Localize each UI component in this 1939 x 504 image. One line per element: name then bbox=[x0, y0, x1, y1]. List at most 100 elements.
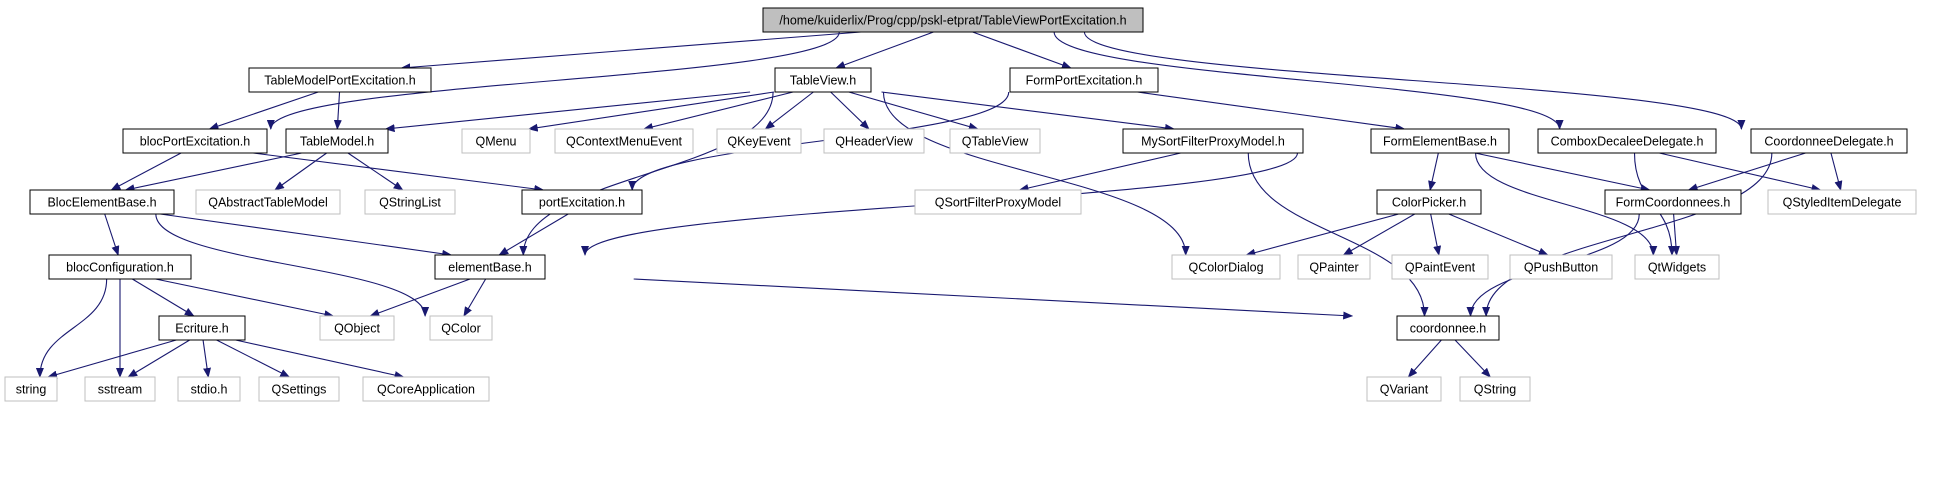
edge-formcoordonnees-to-qtwidgets bbox=[1671, 213, 1680, 256]
node-label-tableview: TableView.h bbox=[790, 74, 857, 88]
node-blocconfiguration[interactable]: blocConfiguration.h bbox=[48, 254, 192, 280]
edge-blocelementbase-to-qcolor bbox=[155, 213, 430, 317]
node-label-comboxdecaleedelegate: ComboxDecaleeDelegate.h bbox=[1551, 135, 1704, 149]
node-qstyleditemdelegate: QStyledItemDelegate bbox=[1767, 189, 1917, 215]
edge-tableview-to-qheaderview bbox=[830, 91, 870, 130]
edge-root-to-blocportexcitation bbox=[266, 31, 840, 130]
edges-layer bbox=[35, 31, 1843, 379]
edge-tablemodelportexcitation-to-tablemodel bbox=[333, 91, 342, 130]
node-comboxdecaleedelegate[interactable]: ComboxDecaleeDelegate.h bbox=[1537, 128, 1717, 154]
node-ecriture[interactable]: Ecriture.h bbox=[158, 315, 246, 341]
edge-tableview-to-qmenu bbox=[527, 91, 775, 132]
node-box-ecriture bbox=[158, 315, 246, 341]
node-blocportexcitation[interactable]: blocPortExcitation.h bbox=[122, 128, 268, 154]
node-box-colorpicker bbox=[1376, 189, 1482, 215]
edge-colorpicker-to-qpainter bbox=[1342, 213, 1416, 256]
node-blocelementbase[interactable]: BlocElementBase.h bbox=[29, 189, 175, 215]
node-qkeyevent: QKeyEvent bbox=[716, 128, 802, 154]
node-box-qabstracttablemodel bbox=[195, 189, 341, 215]
node-portexcitation[interactable]: portExcitation.h bbox=[521, 189, 643, 215]
node-label-qsortfilterproxymodel: QSortFilterProxyModel bbox=[935, 196, 1061, 210]
edge-blocconfiguration-to-string bbox=[35, 278, 108, 378]
edge-portexcitation-to-elementbase bbox=[498, 213, 569, 256]
node-box-qsortfilterproxymodel bbox=[914, 189, 1082, 215]
node-box-qkeyevent bbox=[716, 128, 802, 154]
node-stdio: stdio.h bbox=[177, 376, 241, 402]
edge-blocportexcitation-to-blocelementbase bbox=[110, 152, 182, 191]
edge-colorpicker-to-qpushbutton bbox=[1448, 213, 1549, 256]
edge-blocconfiguration-to-ecriture bbox=[132, 278, 195, 317]
nodes-layer: /home/kuiderlix/Prog/cpp/pskl-etprat/Tab… bbox=[4, 7, 1917, 402]
node-label-qvariant: QVariant bbox=[1380, 383, 1429, 397]
node-box-root bbox=[762, 7, 1144, 33]
node-label-stdio: stdio.h bbox=[191, 383, 228, 397]
node-elementbase[interactable]: elementBase.h bbox=[434, 254, 546, 280]
node-label-blocportexcitation: blocPortExcitation.h bbox=[140, 135, 251, 149]
node-coordonneedelegate[interactable]: CoordonneeDelegate.h bbox=[1750, 128, 1908, 154]
node-label-qpaintevent: QPaintEvent bbox=[1405, 261, 1476, 275]
edge-mysortfilterproxymodel-to-coordonnee bbox=[1247, 152, 1429, 317]
node-formcoordonnees[interactable]: FormCoordonnees.h bbox=[1604, 189, 1742, 215]
node-box-qsettings bbox=[258, 376, 340, 402]
node-box-qcoreapplication bbox=[362, 376, 490, 402]
edge-tableview-to-tablemodel bbox=[384, 91, 751, 133]
edge-coordonneedelegate-to-qstyleditemdelegate bbox=[1830, 152, 1843, 191]
node-label-formportexcitation: FormPortExcitation.h bbox=[1026, 74, 1143, 88]
edge-ecriture-to-stdio bbox=[202, 339, 211, 378]
node-box-qcontextmenuevent bbox=[554, 128, 694, 154]
edge-blocportexcitation-to-portexcitation bbox=[252, 152, 545, 193]
node-label-formelementbase: FormElementBase.h bbox=[1383, 135, 1497, 149]
node-box-qvariant bbox=[1366, 376, 1442, 402]
node-box-qmenu bbox=[461, 128, 531, 154]
node-qobject: QObject bbox=[319, 315, 395, 341]
node-box-qobject bbox=[319, 315, 395, 341]
node-label-qpainter: QPainter bbox=[1309, 261, 1358, 275]
node-label-qcontextmenuevent: QContextMenuEvent bbox=[566, 135, 683, 149]
node-mysortfilterproxymodel[interactable]: MySortFilterProxyModel.h bbox=[1122, 128, 1304, 154]
node-label-qpushbutton: QPushButton bbox=[1524, 261, 1598, 275]
node-label-qkeyevent: QKeyEvent bbox=[727, 135, 791, 149]
node-qvariant: QVariant bbox=[1366, 376, 1442, 402]
node-qstringlist: QStringList bbox=[364, 189, 456, 215]
node-colorpicker[interactable]: ColorPicker.h bbox=[1376, 189, 1482, 215]
node-label-string: string bbox=[16, 383, 47, 397]
node-box-stdio bbox=[177, 376, 241, 402]
node-label-qcoreapplication: QCoreApplication bbox=[377, 383, 475, 397]
edge-coordonneedelegate-to-formcoordonnees bbox=[1687, 152, 1806, 192]
node-label-qtwidgets: QtWidgets bbox=[1648, 261, 1706, 275]
node-tablemodelportexcitation[interactable]: TableModelPortExcitation.h bbox=[248, 67, 432, 93]
node-box-blocportexcitation bbox=[122, 128, 268, 154]
node-formportexcitation[interactable]: FormPortExcitation.h bbox=[1009, 67, 1159, 93]
node-box-qtwidgets bbox=[1634, 254, 1720, 280]
node-formelementbase[interactable]: FormElementBase.h bbox=[1370, 128, 1510, 154]
node-label-root: /home/kuiderlix/Prog/cpp/pskl-etprat/Tab… bbox=[779, 14, 1126, 28]
node-box-portexcitation bbox=[521, 189, 643, 215]
edge-colorpicker-to-qpaintevent bbox=[1430, 213, 1442, 256]
edge-blocelementbase-to-blocconfiguration bbox=[104, 213, 120, 256]
node-tableview[interactable]: TableView.h bbox=[774, 67, 872, 93]
node-box-tableview bbox=[774, 67, 872, 93]
node-tablemodel[interactable]: TableModel.h bbox=[285, 128, 389, 154]
node-root[interactable]: /home/kuiderlix/Prog/cpp/pskl-etprat/Tab… bbox=[762, 7, 1144, 33]
node-qcontextmenuevent: QContextMenuEvent bbox=[554, 128, 694, 154]
edge-ecriture-to-qcoreapplication bbox=[235, 339, 405, 379]
node-label-qcolor: QColor bbox=[441, 322, 481, 336]
node-coordonnee[interactable]: coordonnee.h bbox=[1396, 315, 1500, 341]
node-box-elementbase bbox=[434, 254, 546, 280]
node-box-qpushbutton bbox=[1509, 254, 1613, 280]
node-box-qpaintevent bbox=[1391, 254, 1489, 280]
node-qtwidgets: QtWidgets bbox=[1634, 254, 1720, 280]
edge-tablemodel-to-qabstracttablemodel bbox=[274, 152, 327, 191]
edge-tableview-to-qtableview bbox=[848, 91, 979, 131]
edge-tableview-to-qcolordialog bbox=[882, 91, 1190, 256]
node-label-qobject: QObject bbox=[334, 322, 380, 336]
edge-comboxdecaleedelegate-to-qstyleditemdelegate bbox=[1659, 152, 1822, 192]
edge-tableview-to-qcontextmenuevent bbox=[642, 91, 794, 131]
edge-coordonnee-to-qvariant bbox=[1407, 339, 1442, 378]
node-sstream: sstream bbox=[84, 376, 156, 402]
node-qcolor: QColor bbox=[429, 315, 493, 341]
edge-ecriture-to-string bbox=[47, 339, 177, 379]
node-box-tablemodel bbox=[285, 128, 389, 154]
node-label-colorpicker: ColorPicker.h bbox=[1392, 196, 1466, 210]
